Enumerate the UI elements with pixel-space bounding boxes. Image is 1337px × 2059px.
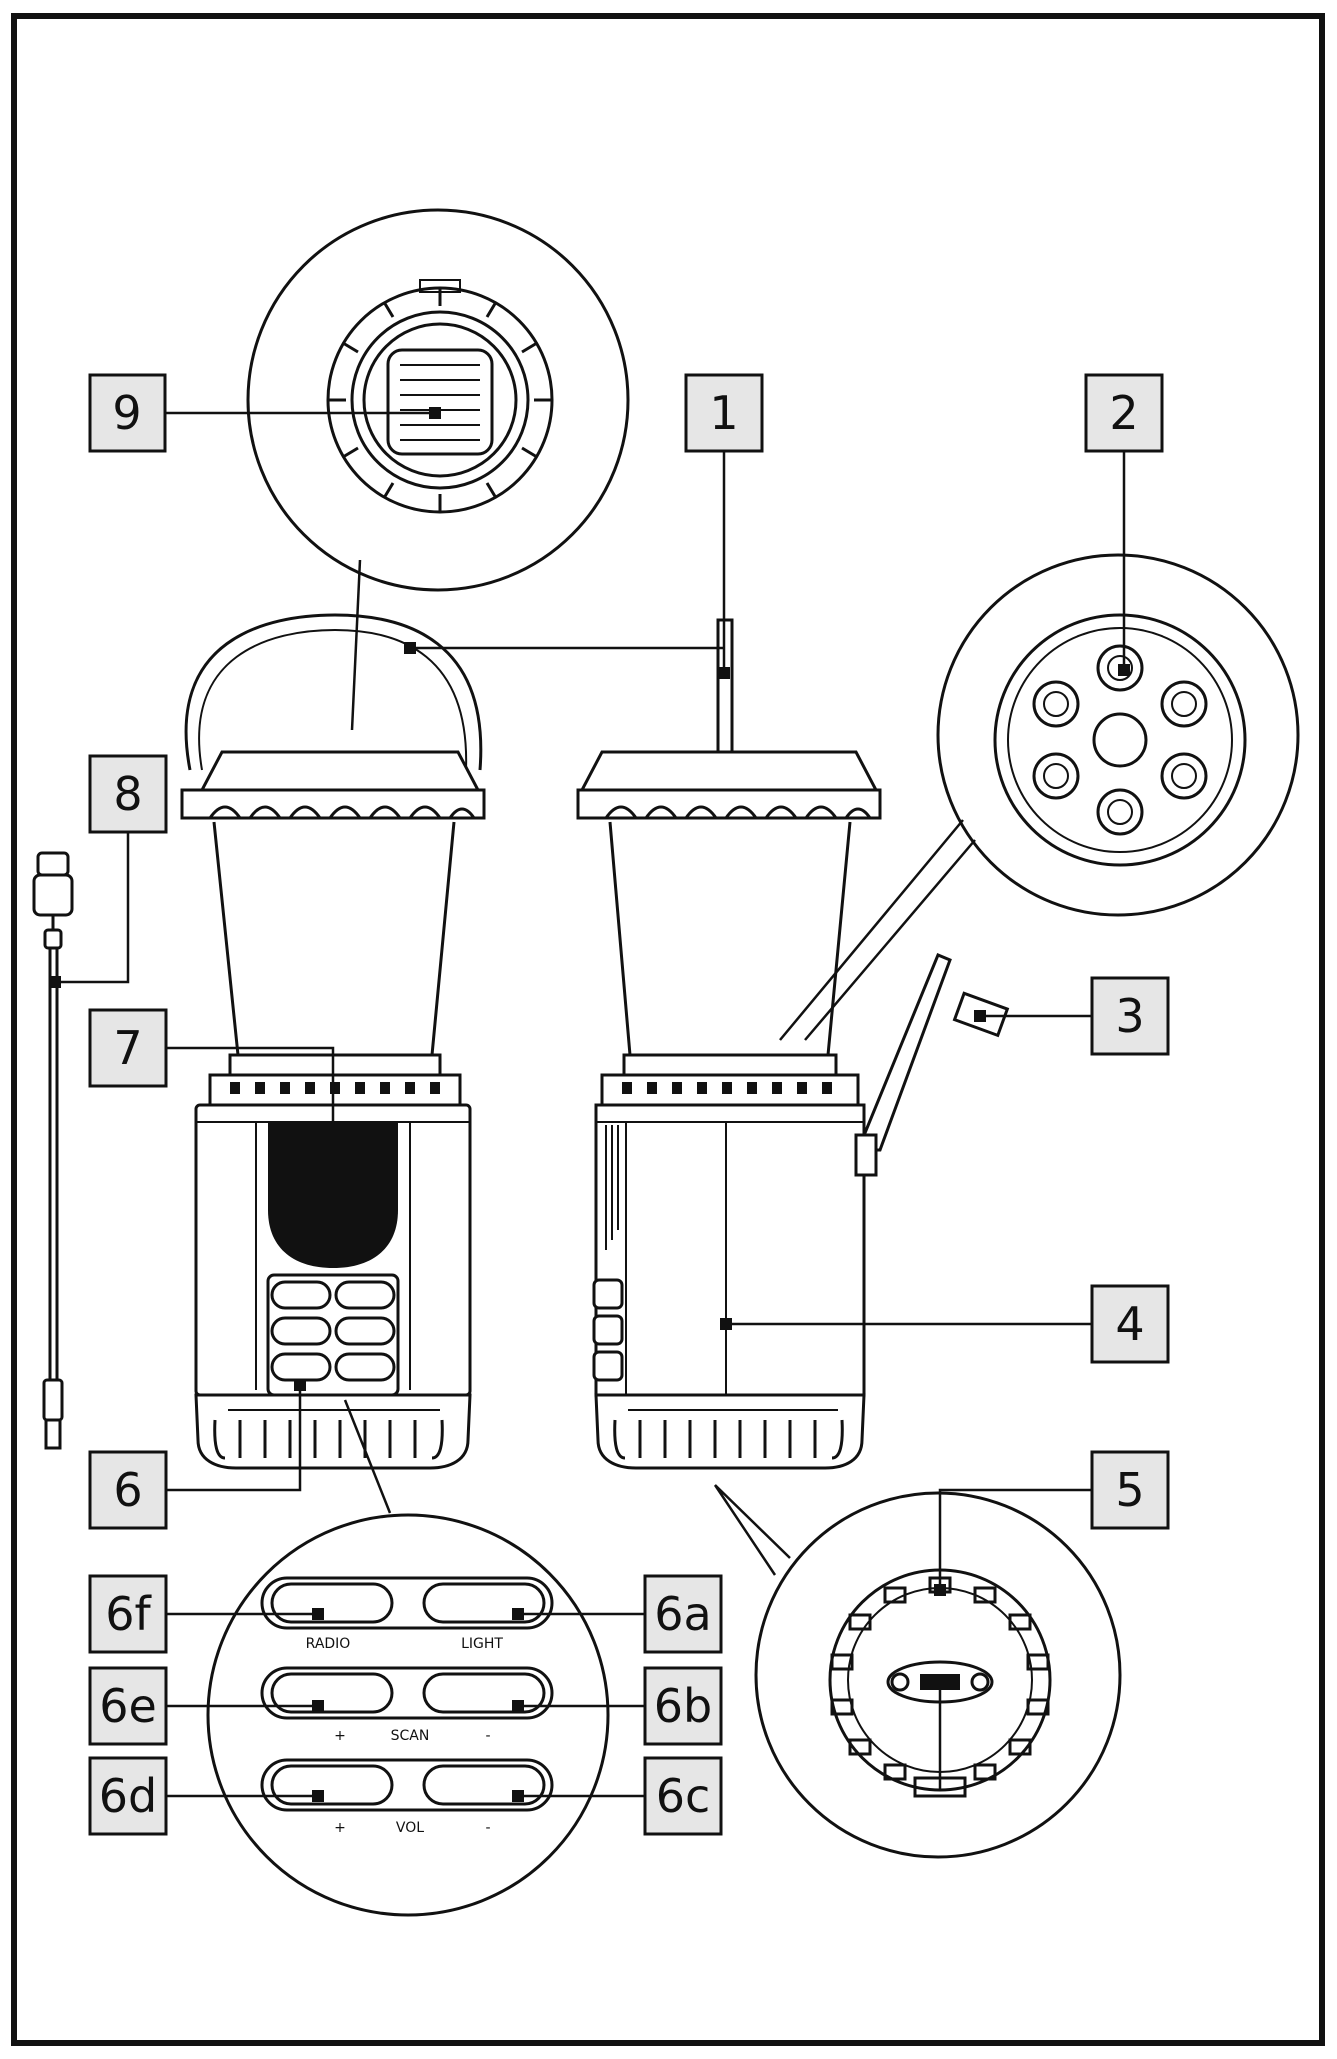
callout-3: 3: [1090, 976, 1170, 1056]
svg-text:5: 5: [1115, 1463, 1144, 1517]
leader-lines: [55, 411, 1126, 1798]
button-row-bottom: [260, 1758, 554, 1812]
detail-button-panel: RADIO LIGHT + SCAN - + VOL -: [206, 1399, 610, 1917]
right-body: [594, 1103, 866, 1397]
svg-text:2: 2: [1109, 386, 1138, 440]
detail-top-view: [246, 208, 630, 731]
callout-9: 9: [88, 373, 167, 453]
callout-6d: 6d: [88, 1756, 168, 1836]
svg-text:6a: 6a: [654, 1587, 711, 1641]
svg-text:3: 3: [1115, 989, 1144, 1043]
light-caption: LIGHT: [461, 1636, 503, 1652]
usb-cable: [32, 851, 74, 1450]
svg-text:7: 7: [113, 1021, 142, 1075]
callout-6c: 6c: [643, 1756, 723, 1836]
hand-crank: [855, 953, 952, 1152]
top-view-gear-teeth: [328, 288, 552, 512]
callout-4: 4: [1090, 1284, 1170, 1364]
left-top-cap: [199, 750, 481, 792]
button-row-top: [260, 1576, 554, 1630]
callout-6e: 6e: [88, 1666, 168, 1746]
radio-caption: RADIO: [306, 1636, 351, 1652]
callout-6b: 6b: [643, 1666, 723, 1746]
svg-text:6b: 6b: [654, 1679, 712, 1733]
vol-caption: VOL: [396, 1820, 424, 1836]
button-row-middle: [260, 1666, 554, 1720]
left-lantern: [180, 613, 486, 1470]
detail-bottom-view: [713, 1484, 1122, 1859]
leader-dots: [49, 407, 1130, 1802]
left-button-panel: [266, 1273, 400, 1397]
leader-7: [165, 1046, 335, 1130]
svg-text:6d: 6d: [99, 1769, 157, 1823]
left-base-vents: [213, 1409, 444, 1460]
callout-7: 7: [88, 1008, 168, 1088]
svg-text:9: 9: [112, 386, 141, 440]
leader-8: [55, 832, 130, 984]
scan-caption: SCAN: [391, 1728, 430, 1744]
leader-1: [410, 445, 726, 673]
right-lantern: [576, 618, 1010, 1470]
callout-2: 2: [1084, 373, 1164, 453]
leader-6: [165, 1385, 302, 1492]
svg-text:8: 8: [113, 767, 142, 821]
scan-plus-caption: +: [334, 1728, 346, 1744]
svg-text:1: 1: [709, 386, 738, 440]
svg-text:6c: 6c: [656, 1769, 711, 1823]
svg-text:6f: 6f: [105, 1587, 152, 1641]
svg-text:6: 6: [113, 1463, 142, 1517]
callout-8: 8: [88, 754, 168, 834]
vol-plus-caption: +: [334, 1820, 346, 1836]
vol-minus-caption: -: [485, 1820, 490, 1836]
speaker-grill: [268, 1122, 398, 1268]
callout-6: 6: [88, 1450, 168, 1530]
callout-5: 5: [1090, 1450, 1170, 1530]
callout-1: 1: [684, 373, 764, 453]
left-globe: [212, 821, 456, 1056]
led-cluster: [1032, 644, 1208, 836]
left-top-cap-vents: [208, 805, 476, 819]
scan-minus-caption: -: [485, 1728, 490, 1744]
callout-6a: 6a: [643, 1574, 723, 1654]
left-base: [194, 1393, 472, 1470]
svg-text:6e: 6e: [99, 1679, 157, 1733]
page-frame: [11, 13, 1325, 2046]
detail-led-array: [779, 553, 1300, 1041]
left-handle: [184, 613, 483, 771]
svg-text:4: 4: [1115, 1297, 1144, 1351]
callout-6f: 6f: [88, 1574, 168, 1654]
leader-5: [938, 1488, 1092, 1590]
